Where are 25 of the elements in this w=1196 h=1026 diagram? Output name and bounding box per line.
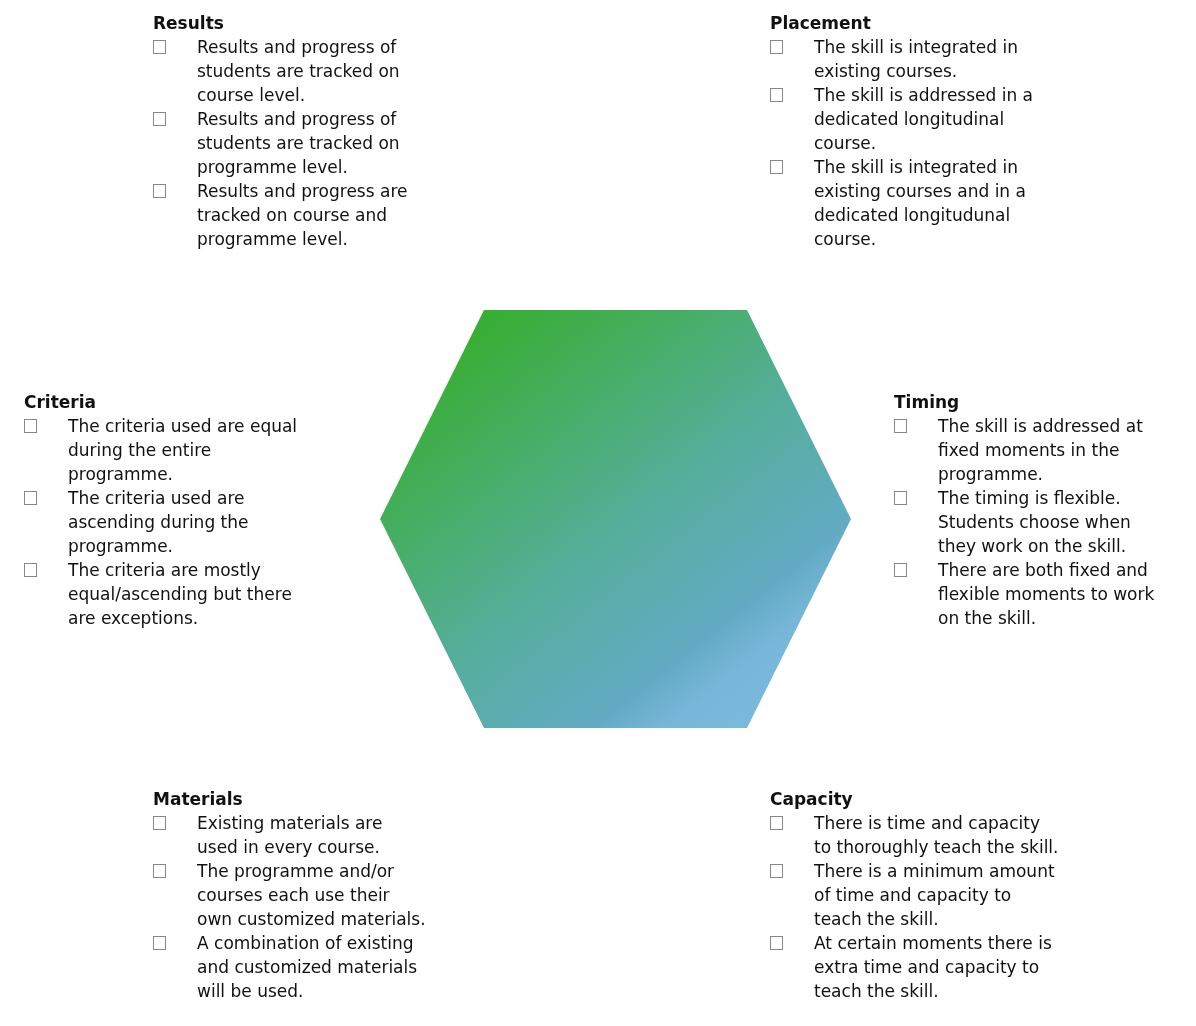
section-heading: Materials: [153, 788, 244, 811]
list-item-text: The skill is integrated in existing courses and in a dedicated longitudunal course.: [814, 156, 1027, 251]
list-item-text: A combination of existing and customized materials will be used.: [197, 932, 419, 1003]
list-item-text: There is time and capacity to thoroughly teach the skill.: [814, 812, 1059, 859]
list-item-text: The skill is addressed in a dedicated longitudinal course.: [814, 84, 1035, 155]
list-item-text: The timing is flexible. Students choose when they work on the skill.: [938, 487, 1132, 558]
list-item-text: The criteria used are ascending during the programme.: [68, 487, 250, 558]
section-heading: Timing: [894, 391, 961, 414]
section-heading: Criteria: [24, 391, 98, 414]
list-item-text: The criteria used are equal during the entire programme.: [68, 415, 299, 486]
list-item-text: Existing materials are used in every course.: [197, 812, 384, 859]
list-item-text: The skill is integrated in existing courses.: [814, 36, 1019, 83]
section-heading: Placement: [770, 12, 872, 35]
section-heading: Results: [153, 12, 225, 35]
section-heading: Capacity: [770, 788, 854, 811]
list-item-text: Results and progress are tracked on course and programme level.: [197, 180, 409, 251]
hexagon-shape: [380, 310, 851, 728]
list-item-text: Results and progress of students are tracked on course level.: [197, 36, 401, 107]
list-item-text: Results and progress of students are tracked on programme level.: [197, 108, 401, 179]
list-item-text: The programme and/or courses each use their own customized materials.: [197, 860, 427, 931]
list-item-text: The skill is addressed at fixed moments in the programme.: [938, 415, 1144, 486]
list-item-text: The criteria are mostly equal/ascending but there are exceptions.: [68, 559, 293, 630]
list-item-text: There are both fixed and flexible moments to work on the skill.: [938, 559, 1156, 630]
list-item-text: There is a minimum amount of time and capacity to teach the skill.: [814, 860, 1056, 931]
list-item-text: At certain moments there is extra time and capacity to teach the skill.: [814, 932, 1053, 1003]
